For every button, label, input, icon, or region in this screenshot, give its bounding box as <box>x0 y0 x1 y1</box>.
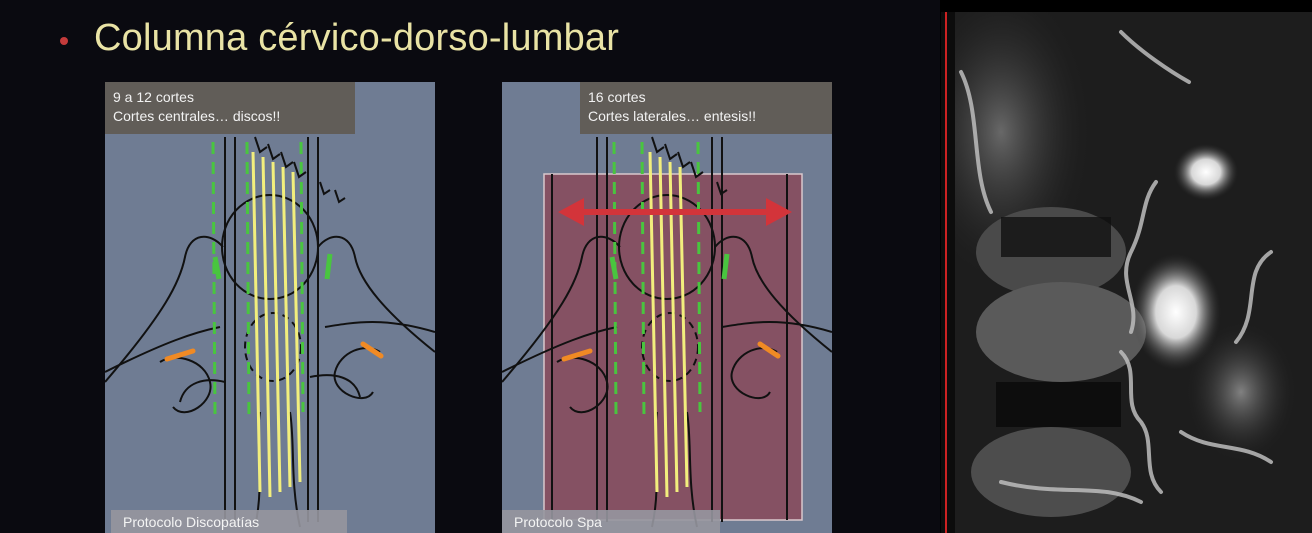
spine-diagram-lateral <box>502 82 832 533</box>
slice-count: 16 cortes <box>588 88 824 107</box>
title-row: Columna cérvico-dorso-lumbar <box>60 14 619 62</box>
slice-description: Cortes laterales… entesis!! <box>588 107 824 126</box>
spine-diagram-central <box>105 82 435 533</box>
foramen-right <box>724 254 727 279</box>
foramen-right <box>327 254 330 279</box>
panel-spa: 16 cortes Cortes laterales… entesis!! Pr… <box>502 82 832 533</box>
panel-discopatias: 9 a 12 cortes Cortes centrales… discos!!… <box>105 82 435 533</box>
slice-count: 9 a 12 cortes <box>113 88 347 107</box>
slice-description: Cortes centrales… discos!! <box>113 107 347 126</box>
mri-red-line <box>945 12 947 533</box>
bullet-icon <box>60 37 68 45</box>
protocol-label: Protocolo Discopatías <box>111 510 347 533</box>
slide: Columna cérvico-dorso-lumbar <box>0 0 940 533</box>
mri-sagittal-stir <box>941 12 1312 533</box>
slide-title: Columna cérvico-dorso-lumbar <box>94 17 619 60</box>
panel-caption: 16 cortes Cortes laterales… entesis!! <box>580 82 832 134</box>
mri-image <box>941 12 1312 533</box>
protocol-label: Protocolo Spa <box>502 510 720 533</box>
panel-caption: 9 a 12 cortes Cortes centrales… discos!! <box>105 82 355 134</box>
